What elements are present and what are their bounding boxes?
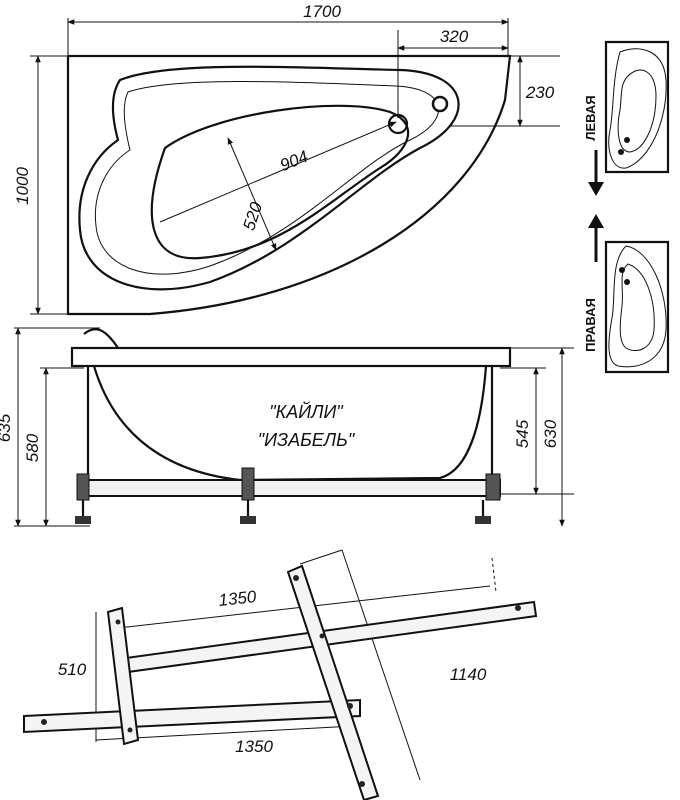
tub-side-body	[92, 365, 488, 482]
tub-bowl	[150, 104, 410, 260]
inner-length-label: 904	[277, 147, 310, 175]
overflow-hole	[431, 95, 449, 113]
frame-rail	[79, 479, 501, 497]
tub-side-rim	[70, 346, 512, 368]
arrow-down-icon	[588, 182, 604, 196]
model-name-2: "ИЗАБЕЛЬ"	[258, 430, 356, 450]
left-orientation-label: ЛЕВАЯ	[583, 95, 598, 140]
model-name-1: "КАЙЛИ"	[269, 401, 344, 422]
drain-hole	[387, 113, 409, 135]
top-view: 1700 320 230 1000 904 520	[13, 2, 560, 316]
frame-view: 1350 1350 510 1140	[23, 549, 538, 800]
right-inner-height-label: 545	[513, 419, 532, 448]
right-orientation-label: ПРАВАЯ	[583, 298, 598, 352]
leg-middle	[240, 467, 256, 524]
beam-holes	[41, 575, 521, 787]
left-orientation: ЛЕВАЯ	[583, 40, 671, 196]
frame-beam-diagonal	[286, 564, 380, 800]
frame-beam-short	[106, 606, 140, 746]
arrow-up-icon	[588, 214, 604, 228]
left-inner-height-label: 580	[23, 433, 42, 462]
inner-width-dimension-line	[227, 137, 277, 251]
tub-shelf	[94, 81, 439, 275]
right-orientation: ПРАВАЯ	[583, 214, 670, 374]
frame-beam-lower	[23, 698, 361, 734]
tub-rim	[78, 65, 460, 291]
corner-depth-label: 230	[525, 83, 555, 102]
bottom-length-dimension-line	[95, 725, 355, 741]
left-outer-height-label: 635	[0, 413, 14, 442]
diagonal-length-label: 1140	[450, 665, 487, 684]
right-outer-height-label: 630	[541, 419, 560, 448]
side-view: 635 580 545 630	[0, 327, 574, 527]
inner-length-dimension-line	[159, 121, 397, 223]
leg-right	[475, 473, 501, 524]
depth-label: 1000	[13, 167, 32, 205]
leg-left	[75, 473, 91, 524]
inner-width-label: 520	[239, 199, 266, 232]
corner-width-label: 320	[440, 27, 469, 46]
top-length-label: 1350	[218, 587, 258, 610]
width-label: 1700	[303, 2, 341, 21]
bottom-length-label: 1350	[235, 737, 273, 756]
headrest	[83, 328, 119, 349]
spacing-label: 510	[58, 660, 87, 679]
diagonal-dimension-line	[341, 549, 421, 781]
tub-outer-contour	[66, 54, 512, 316]
